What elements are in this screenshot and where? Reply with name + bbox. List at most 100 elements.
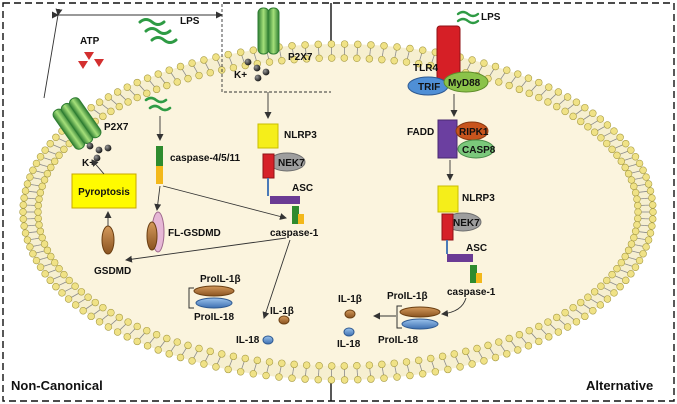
lipid-head [630, 233, 638, 242]
lipid-head [236, 368, 245, 376]
lipid-head [315, 54, 323, 63]
lipid-head [107, 107, 115, 116]
lipid-head [639, 166, 647, 174]
lipid-head [365, 55, 374, 63]
lipid-head [631, 188, 640, 197]
atp-label: ATP [80, 36, 100, 47]
lipid-head [354, 40, 362, 49]
lipid-head [608, 145, 616, 154]
lipid-head [621, 252, 629, 261]
lipid-head [65, 276, 73, 285]
lipid-head [328, 362, 336, 370]
lipid-head [26, 173, 34, 181]
lipid-head [635, 159, 644, 168]
caspase1-right-green [470, 265, 477, 283]
lipid-head [390, 57, 398, 65]
lipid-head [206, 68, 214, 77]
lipid-head [340, 376, 349, 384]
lipid-head [495, 78, 503, 86]
lipid-head [87, 312, 95, 321]
gsdmd-pore [101, 225, 115, 255]
casp8-label: CASP8 [462, 145, 496, 156]
lipid-head [328, 54, 336, 62]
fl-gsdmd-label: FL-GSDMD [168, 228, 221, 239]
lipid-head [229, 63, 238, 72]
lps-label: LPS [180, 16, 200, 27]
il1b-left-label: IL-1β [270, 306, 294, 317]
il1b-right-label: IL-1β [338, 294, 362, 305]
lipid-head [143, 89, 151, 98]
lipid-head [38, 233, 46, 242]
lipid-head [200, 56, 208, 64]
lipid-head [545, 83, 553, 91]
lipid-head [552, 313, 561, 322]
lipid-head [41, 146, 49, 154]
inset-box [221, 4, 331, 93]
lipid-head [288, 42, 296, 50]
lipid-head [484, 341, 492, 350]
lipid-head [639, 250, 647, 258]
lipid-head [327, 40, 336, 48]
lipid-head [184, 74, 192, 83]
tlr4-label: TLR4 [413, 63, 438, 74]
lipid-head [23, 180, 32, 188]
lipid-head [622, 276, 630, 285]
lipid-head [253, 356, 262, 365]
lipid-head [603, 139, 611, 148]
lipid-head [577, 117, 585, 126]
lipid-head [627, 176, 636, 184]
lipid-head [563, 323, 572, 331]
atp-molecules [78, 52, 104, 69]
lipid-head [633, 195, 641, 203]
lipid-head [631, 227, 640, 236]
bracket-left [188, 287, 194, 309]
lipid-head [365, 361, 374, 369]
lipid-head [354, 375, 362, 384]
lipid-head [393, 373, 401, 381]
lipid-head [608, 270, 616, 279]
lipid-head [143, 74, 152, 82]
pro-il1b-right-label: ProIL-1β [387, 291, 428, 302]
lipid-head [456, 363, 464, 371]
lipid-head [35, 221, 43, 229]
lipid-head [431, 368, 440, 376]
lipid-head [43, 246, 52, 254]
lipid-head [581, 312, 589, 321]
lipid-head [275, 373, 283, 381]
lipid-head [414, 59, 423, 68]
lipid-head [648, 222, 656, 230]
lipid-head [95, 318, 104, 326]
lipid-head [224, 365, 232, 374]
lipid-head [610, 127, 618, 135]
pro-il18-right-label: ProIL-18 [378, 335, 418, 346]
lipid-head [133, 93, 141, 102]
lipid-head [597, 134, 605, 142]
potassium-ions-top [244, 58, 270, 82]
caspase1-left-green [292, 206, 299, 224]
lipid-head [327, 376, 336, 384]
lipid-head [378, 360, 386, 369]
lipid-head [473, 344, 481, 353]
lipid-head [503, 66, 511, 74]
lipid-head [515, 85, 524, 94]
lipid-head [50, 258, 59, 267]
lipid-head [124, 318, 132, 326]
lipid-head [229, 352, 238, 361]
lipid-head [40, 176, 49, 184]
lipid-head [627, 146, 635, 154]
lipid-head [40, 240, 49, 248]
cell-membrane [19, 40, 657, 384]
lipid-head [649, 215, 657, 223]
lipid-head [642, 243, 650, 251]
lipid-head [52, 133, 60, 142]
lipid-head [644, 236, 653, 244]
lipid-head [188, 59, 196, 67]
lipid-head [249, 370, 257, 378]
il18-right-label: IL-18 [337, 339, 361, 350]
lipid-head [38, 182, 46, 191]
lipid-head [212, 53, 220, 61]
lipid-head [52, 282, 60, 291]
lipid-head [278, 57, 286, 65]
lipid-head [634, 214, 642, 223]
lipid-head [99, 303, 107, 312]
